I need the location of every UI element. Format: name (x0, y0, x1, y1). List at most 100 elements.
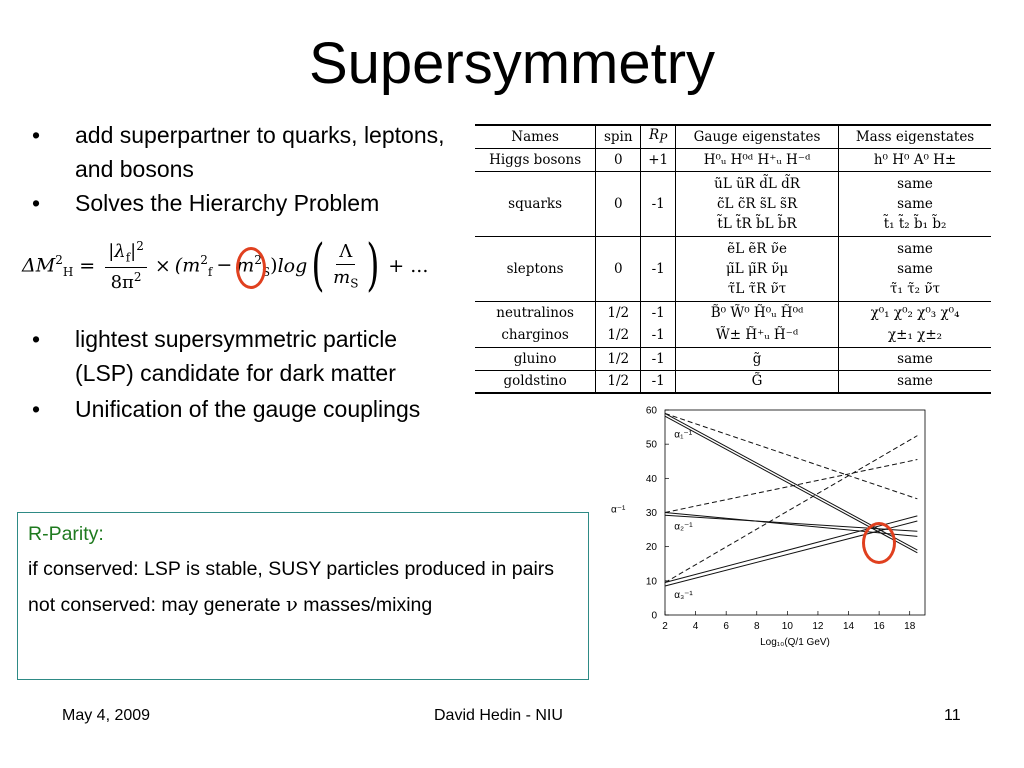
col-header-gauge: Gauge eigenstates (675, 124, 839, 149)
formula-log: log (277, 255, 308, 277)
cell-name: charginos (501, 327, 569, 344)
cell-rp: +1 (640, 147, 676, 171)
cell-mass: same (838, 369, 991, 394)
coupling-annotation: α₁⁻¹ (674, 429, 692, 440)
x-tick-label: 6 (723, 621, 729, 632)
bullet-text: Unification of the gauge couplings (75, 396, 421, 422)
cell-rp: -1 (640, 235, 676, 301)
cell-gauge: W̃± H̃⁺ᵤ H̃⁻ᵈ (675, 324, 839, 347)
slide-title: Supersymmetry (308, 31, 716, 96)
col-header-mass: Mass eigenstates (838, 124, 991, 149)
x-tick-label: 12 (812, 621, 824, 632)
cell-spin: 0 (595, 147, 641, 171)
formula-big-close: ) (366, 233, 380, 298)
rparity-box: R-Parity: if conserved: LSP is stable, S… (17, 512, 589, 680)
x-tick-label: 8 (754, 621, 760, 632)
col-header-spin: spin (595, 124, 641, 149)
coupling-annotation: α₂⁻¹ (674, 522, 693, 533)
formula-fraction: |λf|2 8π2 (105, 239, 147, 293)
footer-author: David Hedin - NIU (434, 707, 563, 724)
bullet-item: •Solves the Hierarchy Problem (30, 186, 470, 220)
formula-lhs: ΔM2H (22, 252, 74, 280)
cell-spin: 1/2 (595, 324, 641, 347)
bullet-dot: • (32, 326, 41, 352)
series-line-dashed (664, 459, 918, 513)
rparity-conserved: if conserved: LSP is stable, SUSY partic… (28, 558, 555, 580)
col-header-rp: RP (640, 124, 676, 149)
x-tick-label: 2 (662, 621, 668, 632)
cell-name: squarks (475, 170, 596, 236)
hierarchy-formula: ΔM2H = |λf|2 8π2 × (m2f−m2S) log ( Λ mS … (22, 230, 472, 302)
formula-equals: = (79, 255, 96, 277)
series-line-dashed (664, 412, 918, 500)
cell-gauge: G̃ (675, 369, 839, 394)
y-tick-label: 30 (646, 508, 658, 519)
x-tick-label: 4 (693, 621, 699, 632)
cell-name: goldstino (475, 369, 596, 394)
coupling-annotation: α₃⁻¹ (674, 590, 693, 601)
bullet-dot: • (32, 122, 41, 148)
x-tick-label: 10 (782, 621, 794, 632)
col-header-names: Names (475, 124, 596, 149)
cell-name: neutralinos (475, 300, 596, 324)
y-axis-label: α⁻¹ (611, 505, 626, 516)
formula-times: × (154, 255, 171, 277)
cell-mass: same same t̃₁ t̃₂ b̃₁ b̃₂ (838, 170, 991, 236)
x-tick-label: 14 (843, 621, 855, 632)
cell-mass: same (838, 346, 991, 370)
cell-name: Higgs bosons (475, 147, 596, 171)
formula-big-open: ( (311, 233, 325, 298)
bullet-dot: • (32, 396, 41, 422)
bullet-list-bottom: • lightest supersymmetric particle (LSP) … (30, 322, 450, 428)
plot-frame (664, 409, 926, 616)
cell-rp: -1 (640, 346, 676, 370)
rparity-not-conserved: not conserved: may generate ν masses/mix… (28, 593, 433, 616)
cell-spin: 0 (595, 170, 641, 236)
footer-page-number: 11 (944, 707, 961, 724)
rparity-title: R-Parity: (28, 523, 104, 545)
cell-name: gluino (475, 346, 596, 370)
highlight-circle-formula (236, 247, 266, 289)
particle-table: Names spin RP Gauge eigenstates Mass eig… (475, 124, 991, 394)
bullet-item: • Unification of the gauge couplings (30, 390, 450, 428)
cell-mass: χ±₁ χ±₂ (838, 324, 991, 347)
cell-gauge: ũL ũR d̃L d̃R c̃L c̃R s̃L s̃R t̃L t̃R b̃… (675, 170, 839, 236)
y-tick-label: 60 (646, 406, 658, 417)
y-tick-label: 40 (646, 474, 658, 485)
footer-date: May 4, 2009 (62, 707, 151, 724)
cell-rp: -1 (640, 369, 676, 394)
cell-name: sleptons (475, 235, 596, 301)
cell-spin: 1/2 (595, 369, 641, 394)
cell-spin: 1/2 (595, 346, 641, 370)
formula-lambda-fraction: Λ mS (333, 241, 359, 291)
cell-rp: -1 (640, 324, 676, 347)
x-tick-label: 16 (874, 621, 886, 632)
x-axis-label: Log₁₀(Q/1 GeV) (760, 637, 830, 648)
cell-mass: h⁰ H⁰ A⁰ H± (838, 147, 991, 171)
table-header-row: Names spin RP Gauge eigenstates Mass eig… (475, 124, 991, 149)
bullet-item: • add superpartner to quarks, leptons, an… (30, 118, 470, 186)
bullet-text: add superpartner to quarks, leptons, and… (75, 122, 445, 182)
y-tick-label: 20 (646, 542, 658, 553)
bullet-item: • lightest supersymmetric particle (LSP) … (30, 322, 450, 390)
bullet-text: lightest supersymmetric particle (LSP) c… (75, 326, 398, 386)
y-tick-label: 0 (651, 611, 657, 622)
cell-gauge: g̃ (675, 346, 839, 370)
series-line-dashed (664, 435, 918, 583)
bullet-list-top: • add superpartner to quarks, leptons, an… (30, 118, 470, 220)
cell-mass: same same τ̃₁ τ̃₂ ν̃τ (838, 235, 991, 301)
bullet-text: Solves the Hierarchy Problem (75, 190, 380, 216)
cell-gauge: ẽL ẽR ν̃e μ̃L μ̃R ν̃μ τ̃L τ̃R ν̃τ (675, 235, 839, 301)
cell-mass: χ⁰₁ χ⁰₂ χ⁰₃ χ⁰₄ (838, 300, 991, 324)
y-tick-label: 50 (646, 440, 658, 451)
cell-spin: 0 (595, 235, 641, 301)
y-tick-label: 10 (646, 576, 658, 587)
formula-tail: + ... (388, 255, 429, 277)
